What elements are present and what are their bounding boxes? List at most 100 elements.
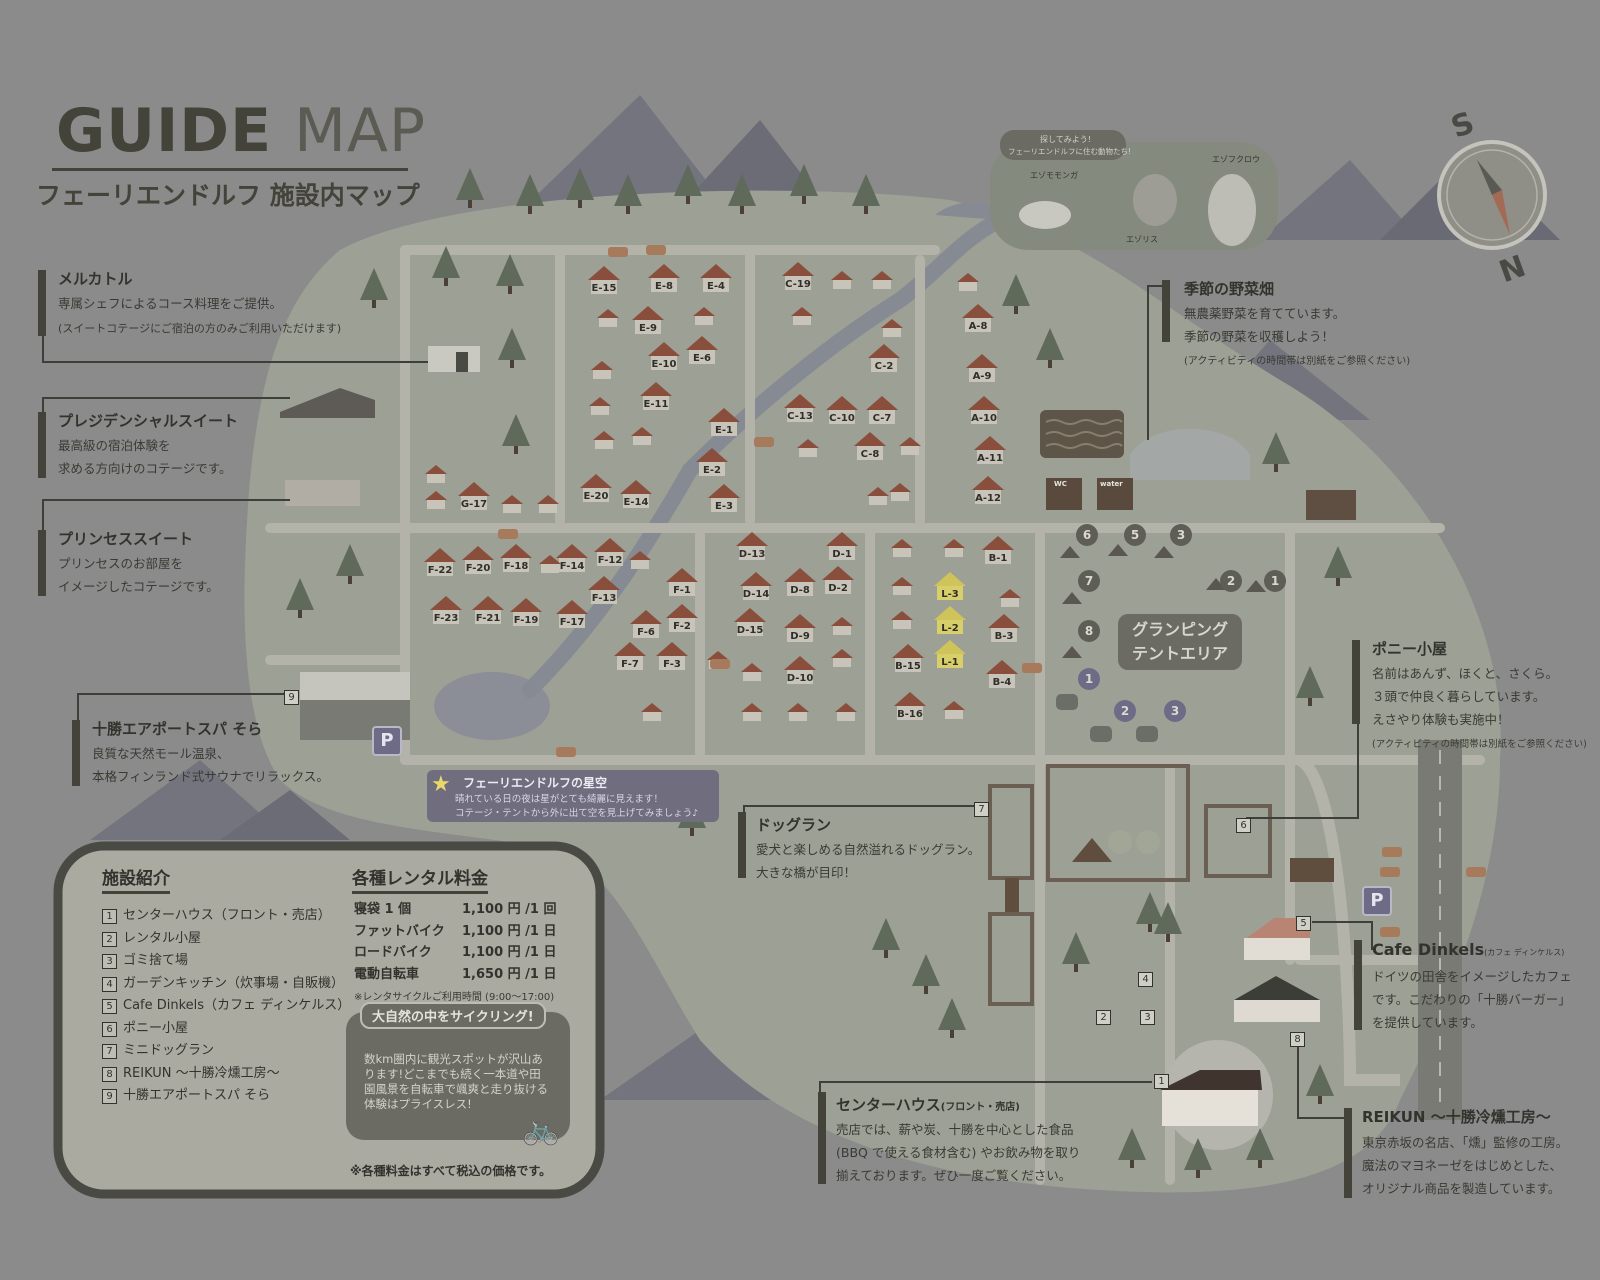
meru-l1: 専属シェフによるコース料理をご提供。 xyxy=(58,296,283,311)
tree-icon xyxy=(1184,1138,1212,1178)
cabin-E-2[interactable]: E-2 xyxy=(696,448,728,476)
cabin-F-21[interactable]: F-21 xyxy=(472,596,504,624)
cabin-E-1[interactable]: E-1 xyxy=(708,408,740,436)
cabin-F-20[interactable]: F-20 xyxy=(462,546,494,574)
cabin-C-7[interactable]: C-7 xyxy=(866,396,898,424)
cabin-E-10[interactable]: E-10 xyxy=(648,342,680,370)
reikun-l1: 東京赤坂の名店、「燻」監修の工房。 xyxy=(1362,1135,1569,1150)
cabin-D-1[interactable]: D-1 xyxy=(826,532,858,560)
car-icon xyxy=(1022,663,1042,673)
cabin-label: C-19 xyxy=(785,279,811,290)
cabin-F-3[interactable]: F-3 xyxy=(656,642,688,670)
tree-icon xyxy=(286,578,314,618)
tree-icon xyxy=(1154,902,1182,942)
center-l1: 売店では、薪や炭、十勝を中心とした食品 xyxy=(836,1122,1074,1137)
cabin-E-4[interactable]: E-4 xyxy=(700,264,732,292)
cabin-C-10[interactable]: C-10 xyxy=(826,396,858,424)
cabin-label: D-10 xyxy=(787,673,814,684)
cabin-B-4[interactable]: B-4 xyxy=(986,660,1018,688)
tent-number-2: 2 xyxy=(1220,570,1242,592)
facility-label: ゴミ捨て場 xyxy=(123,953,189,968)
facility-label: 十勝エアポートスパ そら xyxy=(123,1088,271,1103)
cabin-C-19[interactable]: C-19 xyxy=(782,262,814,290)
cabin-E-3[interactable]: E-3 xyxy=(708,484,740,512)
animal-risu: エゾリス xyxy=(1126,235,1158,244)
cabin-E-14[interactable]: E-14 xyxy=(620,480,652,508)
cabin-F-17[interactable]: F-17 xyxy=(556,600,588,628)
cabin-D-10[interactable]: D-10 xyxy=(784,656,816,684)
facility-badge-3: 3 xyxy=(1140,1010,1155,1025)
greenhouse xyxy=(1130,428,1250,480)
cabin-C-2[interactable]: C-2 xyxy=(868,344,900,372)
glamping-tent xyxy=(1060,546,1080,558)
cabin-small xyxy=(999,589,1021,607)
cabin-label: F-18 xyxy=(504,561,529,572)
cabin-F-18[interactable]: F-18 xyxy=(500,544,532,572)
cabin-D-13[interactable]: D-13 xyxy=(736,532,768,560)
prin-l2: イメージしたコテージです。 xyxy=(58,579,219,594)
tent-number-5: 5 xyxy=(1124,524,1146,546)
cabin-A-9[interactable]: A-9 xyxy=(966,354,998,382)
cabin-small xyxy=(881,319,903,337)
cabin-A-11[interactable]: A-11 xyxy=(974,436,1006,464)
cabin-F-14[interactable]: F-14 xyxy=(556,544,588,572)
cabin-E-6[interactable]: E-6 xyxy=(686,336,718,364)
cabin-label: B-4 xyxy=(993,677,1012,688)
cabin-A-12[interactable]: A-12 xyxy=(972,476,1004,504)
tree-icon xyxy=(912,954,940,994)
cabin-F-23[interactable]: F-23 xyxy=(430,596,462,624)
center-bar xyxy=(818,1092,826,1184)
cabin-G-17[interactable]: G-17 xyxy=(458,482,490,510)
cabin-D-9[interactable]: D-9 xyxy=(784,614,816,642)
cabin-B-1[interactable]: B-1 xyxy=(982,536,1014,564)
cabin-F-22[interactable]: F-22 xyxy=(424,548,456,576)
pony-bar xyxy=(1352,640,1360,724)
cabin-small xyxy=(741,703,763,721)
animals-ask: 探してみよう! xyxy=(1040,135,1091,144)
cabin-F-19[interactable]: F-19 xyxy=(510,598,542,626)
cabin-D-8[interactable]: D-8 xyxy=(784,568,816,596)
meru-title: メルカトル xyxy=(58,270,133,288)
cabin-L-1[interactable]: L-1 xyxy=(934,640,966,668)
animals-ask2: フェーリエンドルフに住む動物たち! xyxy=(1008,147,1132,156)
cabin-label: D-14 xyxy=(743,589,770,600)
pres-title: プレジデンシャルスイート xyxy=(58,412,239,430)
cabin-D-2[interactable]: D-2 xyxy=(822,566,854,594)
cabin-D-14[interactable]: D-14 xyxy=(740,572,772,600)
cabin-E-20[interactable]: E-20 xyxy=(580,474,612,502)
cabin-F-1[interactable]: F-1 xyxy=(666,568,698,596)
facility-badge-7: 7 xyxy=(974,802,989,817)
cabin-L-2[interactable]: L-2 xyxy=(934,606,966,634)
cabin-B-16[interactable]: B-16 xyxy=(894,692,926,720)
cabin-A-10[interactable]: A-10 xyxy=(968,396,1000,424)
cabin-C-8[interactable]: C-8 xyxy=(854,432,886,460)
cabin-D-15[interactable]: D-15 xyxy=(734,608,766,636)
tree-icon xyxy=(1262,432,1290,472)
glamping-tent xyxy=(1062,592,1082,604)
cabin-E-15[interactable]: E-15 xyxy=(588,266,620,294)
cabin-label: E-4 xyxy=(707,281,725,292)
cabin-E-11[interactable]: E-11 xyxy=(640,382,672,410)
pony-l3: えさやり体験も実施中！ xyxy=(1372,712,1510,727)
cabin-label: E-6 xyxy=(693,353,711,364)
cabin-small xyxy=(425,465,447,483)
cabin-F-7[interactable]: F-7 xyxy=(614,642,646,670)
cabin-F-13[interactable]: F-13 xyxy=(588,576,620,604)
cabin-B-15[interactable]: B-15 xyxy=(892,644,924,672)
cabin-small xyxy=(889,483,911,501)
cabin-L-3[interactable]: L-3 xyxy=(934,572,966,600)
cabin-E-8[interactable]: E-8 xyxy=(648,264,680,292)
cabin-F-2[interactable]: F-2 xyxy=(666,604,698,632)
cabin-label: F-3 xyxy=(663,659,681,670)
cabin-C-13[interactable]: C-13 xyxy=(784,394,816,422)
facility-number: 9 xyxy=(102,1089,117,1104)
pony-note: (アクティビティの時間帯は別紙をご参照ください) xyxy=(1372,739,1587,750)
cabin-F-12[interactable]: F-12 xyxy=(594,538,626,566)
veg-bar xyxy=(1162,280,1170,342)
pres-bar xyxy=(38,412,46,478)
cabin-A-8[interactable]: A-8 xyxy=(962,304,994,332)
cabin-B-3[interactable]: B-3 xyxy=(988,614,1020,642)
cabin-E-9[interactable]: E-9 xyxy=(632,306,664,334)
cabin-small xyxy=(943,539,965,557)
cabin-F-6[interactable]: F-6 xyxy=(630,610,662,638)
